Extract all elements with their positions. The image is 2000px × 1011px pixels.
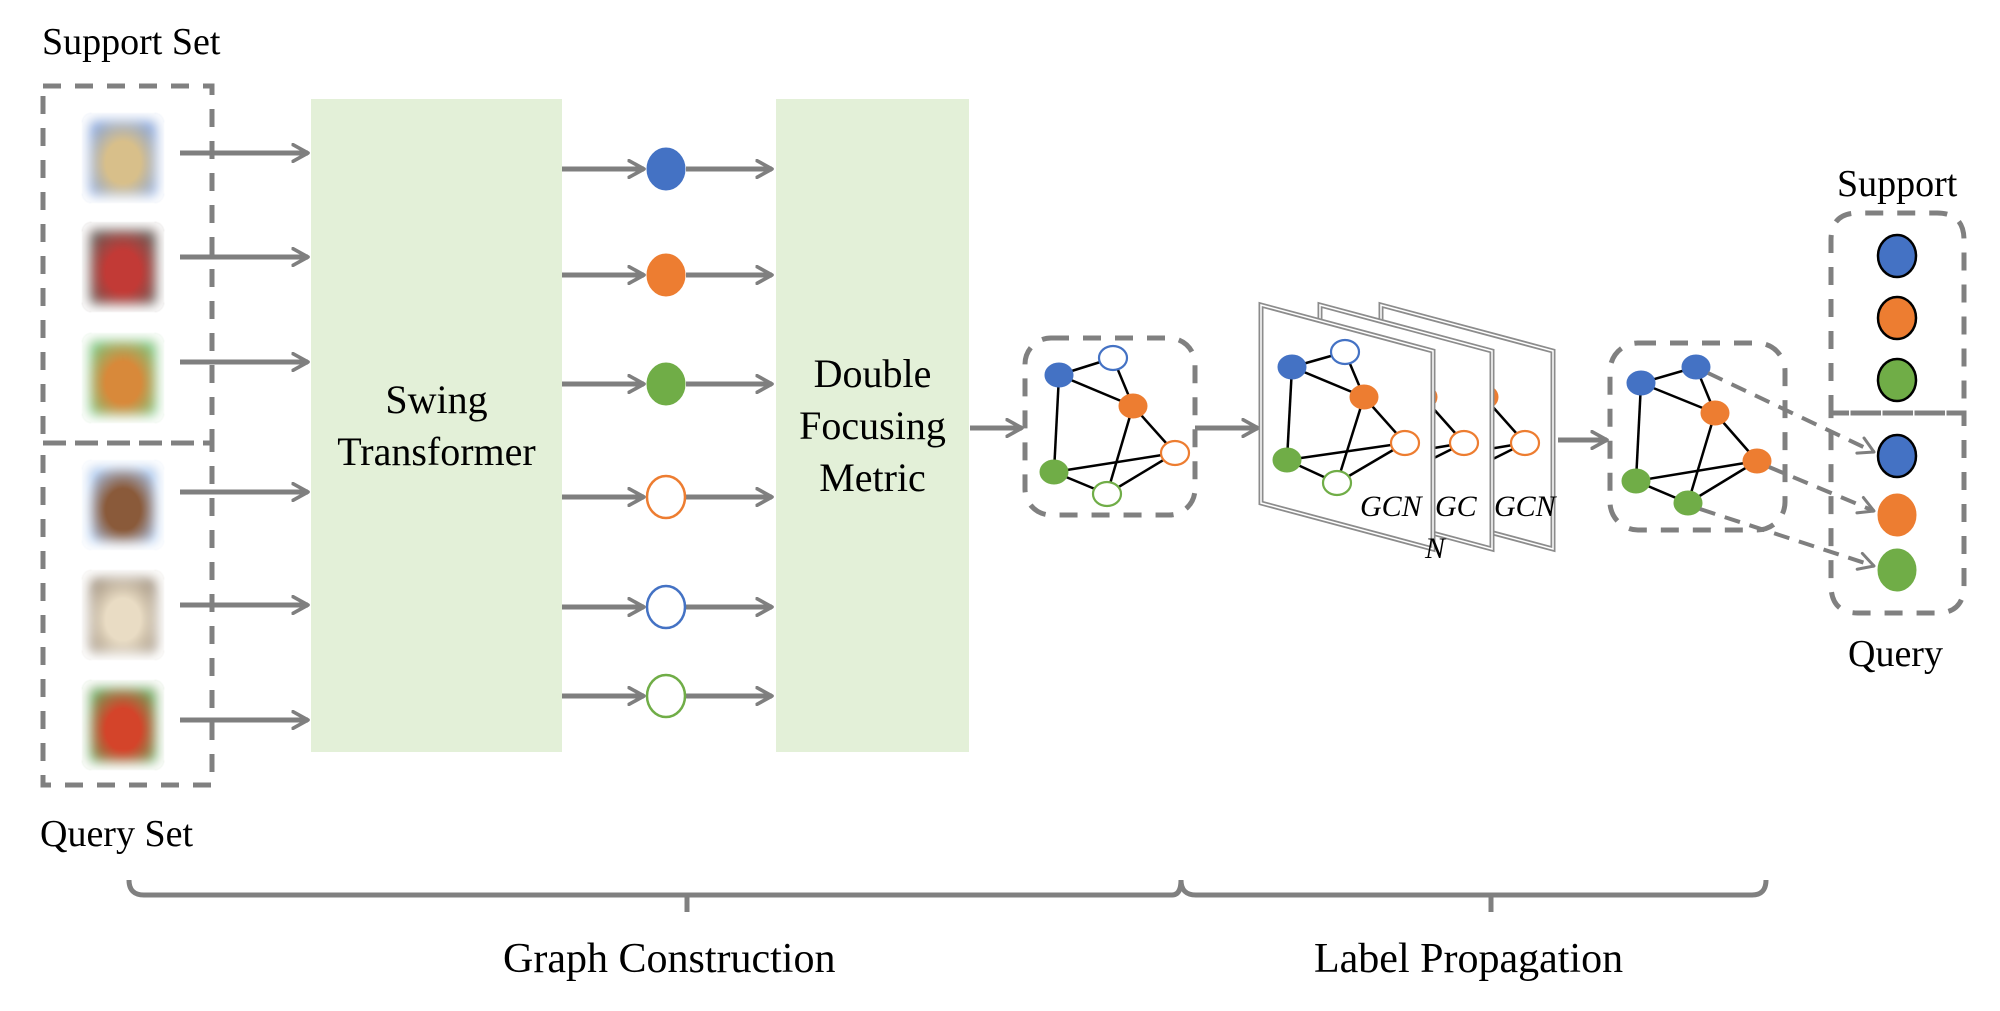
input-graph-node-blue [1044,362,1074,388]
label-propagation-label: Label Propagation [1314,936,1624,982]
query-label: Query [1848,633,1943,675]
query-prediction-orange [1877,493,1917,537]
output-graph-edge [1634,382,1643,482]
query-image-bird-on-branch [82,460,164,550]
swing-transformer-line2: Transformer [337,428,536,474]
prediction-link-2 [1768,465,1876,515]
gcn-panel-front-graph-edge [1286,441,1406,462]
support-image-red-bird [82,222,164,312]
swing-transformer-line1: Swing [385,376,488,422]
output-graph-node-green [1621,468,1651,494]
graph-construction-label: Graph Construction [503,936,836,982]
output-graph-node-orange [1742,448,1772,474]
gcn-panel-front-graph-node-green [1272,447,1302,473]
input-graph-edge [1105,405,1135,495]
dfm-line2: Focusing [799,402,946,448]
support-label: Support [1837,163,1958,205]
support-prototype-green [1876,357,1918,403]
input-graph-node-blue [1097,344,1129,372]
dfm-line1: Double [813,350,932,396]
label-propagation-brace [1178,879,1769,898]
query-image-ladybug-on-grass [82,680,164,770]
support-image-ladybug-on-leaf [82,333,164,423]
output-graph-node-blue [1626,370,1656,396]
support-set-box [40,83,215,446]
output-graph-node-green [1673,490,1703,516]
query-image-dog [82,570,164,660]
gcn-label-front: GCN [1360,490,1422,523]
input-graph-edge [1052,374,1061,473]
swing-transformer-block: Swing Transformer [311,99,562,752]
input-graph-node-orange [1159,439,1191,467]
gcn-panel-front-graph-edge [1285,366,1294,461]
input-graph-node-green [1039,459,1069,485]
output-graph-box [1607,340,1788,533]
gcn-panel-front-graph-node-orange [1349,384,1379,410]
input-graph-box [1022,335,1198,518]
output-graph-node-orange [1700,400,1730,426]
gcn-panel-front-graph-node-green [1321,469,1353,497]
support-prototype-blue [1876,233,1918,279]
feature-node-green-support [646,362,686,406]
support-set-label: Support Set [42,21,221,63]
input-graph-node-orange [1118,393,1148,419]
gcn-label-middle: GC [1435,490,1477,523]
output-graph-edge [1686,412,1717,504]
gcn-label-middle-n: N [1425,532,1446,565]
prediction-link-3 [1699,507,1876,571]
output-graph-edge [1635,459,1758,483]
query-prediction-green [1877,548,1917,592]
feature-node-blue-support [646,147,686,191]
support-image-dog [82,113,164,203]
query-set-label: Query Set [40,813,194,855]
gcn-panel-front-graph-node-blue [1277,354,1307,380]
node-orange [1448,429,1480,457]
feature-node-orange-support [646,253,686,297]
input-graph-edge [1053,451,1176,474]
graph-construction-brace [126,879,1184,898]
feature-node-orange-query [645,474,687,520]
input-graph-node-green [1091,480,1123,508]
query-prediction-blue [1876,433,1918,479]
prediction-link-1 [1707,371,1876,455]
double-focusing-metric-block: Double Focusing Metric [776,99,969,752]
feature-node-green-query [645,673,687,719]
output-graph-node-blue [1681,354,1711,380]
support-output-box [1828,210,1967,416]
node-orange [1509,429,1541,457]
support-prototype-orange [1876,295,1918,341]
gcn-label-back: GCN [1494,490,1556,523]
gcn-panel-front-graph-edge [1335,396,1366,484]
gcn-panel-front-graph-node-blue [1329,338,1361,366]
feature-node-blue-query [645,584,687,630]
query-output-box [1828,410,1967,616]
dfm-line3: Metric [819,454,926,500]
gcn-panel-front [1258,301,1436,553]
gcn-panel-front-graph-node-orange [1389,429,1421,457]
gcn-panel-front-frame-inner [1260,304,1434,550]
